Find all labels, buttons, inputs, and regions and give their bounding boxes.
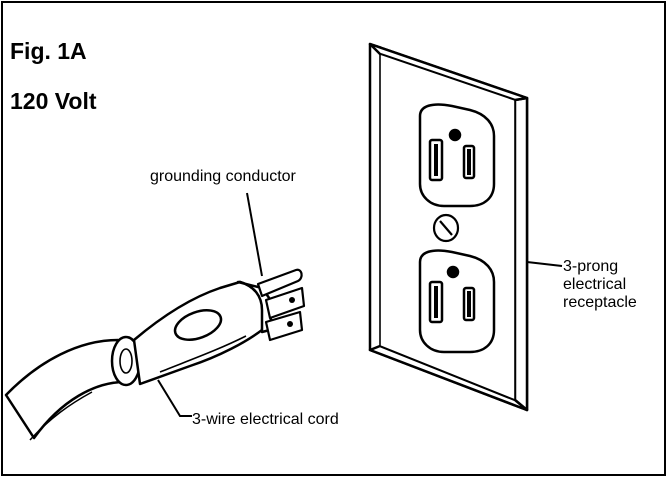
receptacle-label-line2: electrical <box>563 276 627 293</box>
receptacle-label-line3: receptacle <box>563 294 637 311</box>
center-screw <box>432 213 460 243</box>
figure-title: Fig. 1A <box>10 38 87 64</box>
receptacle-label-line1: 3-prong <box>563 258 619 275</box>
plug-prongs <box>256 268 306 342</box>
plug <box>110 280 274 387</box>
outlet-upper <box>418 103 496 208</box>
leader-lines <box>157 192 563 417</box>
grounding-conductor-label: grounding conductor <box>150 168 296 185</box>
cord-label: 3-wire electrical cord <box>192 411 339 428</box>
outlet-lower <box>418 249 496 354</box>
receptacle-label: 3-prong electrical receptacle <box>563 258 637 312</box>
figure-subtitle: 120 Volt <box>10 88 97 114</box>
